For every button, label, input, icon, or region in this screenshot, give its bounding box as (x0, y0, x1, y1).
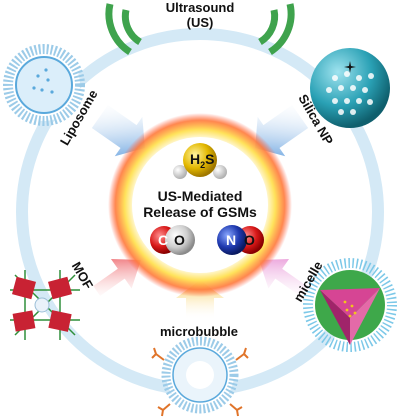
microbubble-icon (151, 336, 249, 417)
h2s-molecule-icon (173, 143, 227, 179)
center-title-line2: Release of GSMs (143, 204, 257, 220)
co-o-label: O (174, 232, 185, 248)
no-n-label: N (226, 232, 237, 248)
silica-np-icon (310, 48, 390, 128)
ultrasound-waves-icon (105, 3, 295, 55)
no-o-label: O (244, 232, 255, 248)
micelle-icon (303, 258, 397, 352)
mof-icon (10, 270, 80, 340)
arrow-from-micelle (259, 258, 307, 296)
center-title-line1: US-Mediated (157, 188, 243, 204)
h2s-formula: H2S (190, 151, 214, 170)
co-c-label: C (158, 232, 169, 248)
no-molecule-icon (217, 225, 264, 255)
ultrasound-label-line1: Ultrasound (165, 0, 235, 15)
liposome-icon (3, 44, 85, 126)
ultrasound-label-line2: (US) (186, 15, 214, 30)
arrow-from-mof (93, 258, 141, 296)
h2s-s: S (205, 151, 215, 167)
h2s-subscript: 2 (200, 159, 206, 170)
ultrasound-label: Ultrasound (US) (140, 0, 260, 30)
microbubble-label: microbubble (160, 324, 239, 339)
co-molecule-icon (150, 225, 195, 255)
h2s-h: H (190, 151, 201, 167)
